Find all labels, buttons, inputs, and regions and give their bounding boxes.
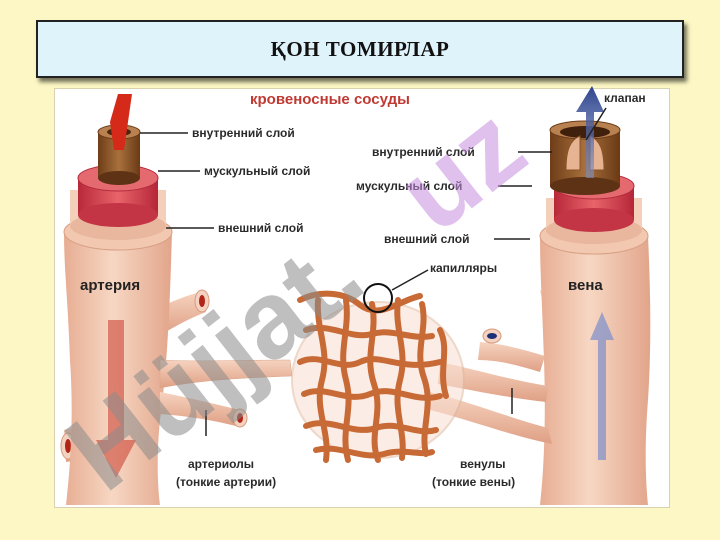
artery-vessel: [60, 232, 293, 505]
label-valve: клапан: [604, 91, 646, 105]
label-muscle-layer-right: мускульный слой: [356, 179, 462, 193]
label-inner-layer-left: внутренний слой: [192, 126, 295, 140]
label-outer-layer-right: внешний слой: [384, 232, 469, 246]
watermark-purple: uz: [375, 83, 547, 255]
diagram-header: кровеносные сосуды: [250, 91, 410, 108]
slide-title: ҚОН ТОМИРЛАР: [270, 36, 450, 61]
vein-outflow-arrow: [576, 86, 604, 178]
vein-cross-section: [539, 86, 649, 255]
artery-inflow-arrow: [110, 94, 132, 150]
slide-title-box: ҚОН ТОМИРЛАР: [36, 20, 684, 78]
label-inner-layer-right: внутренний слой: [372, 145, 475, 159]
label-muscle-layer-left: мускульный слой: [204, 164, 310, 178]
label-arterioles-note: (тонкие артерии): [176, 475, 276, 489]
label-vein: вена: [568, 277, 603, 294]
label-arterioles: артериолы: [188, 457, 254, 471]
capillary-magnifier-circle: [363, 283, 393, 313]
label-venules-note: (тонкие вены): [432, 475, 515, 489]
label-venules: венулы: [460, 457, 506, 471]
label-artery: артерия: [80, 277, 140, 294]
artery-cross-section: [63, 94, 173, 251]
leader-lines: [140, 107, 607, 436]
vein-flow-arrow: [590, 312, 614, 460]
label-outer-layer-left: внешний слой: [218, 221, 303, 235]
vein-vessel: [430, 236, 651, 505]
artery-flow-arrow: [96, 320, 136, 478]
label-capillaries: капилляры: [430, 261, 497, 275]
capillary-network: [291, 290, 465, 463]
